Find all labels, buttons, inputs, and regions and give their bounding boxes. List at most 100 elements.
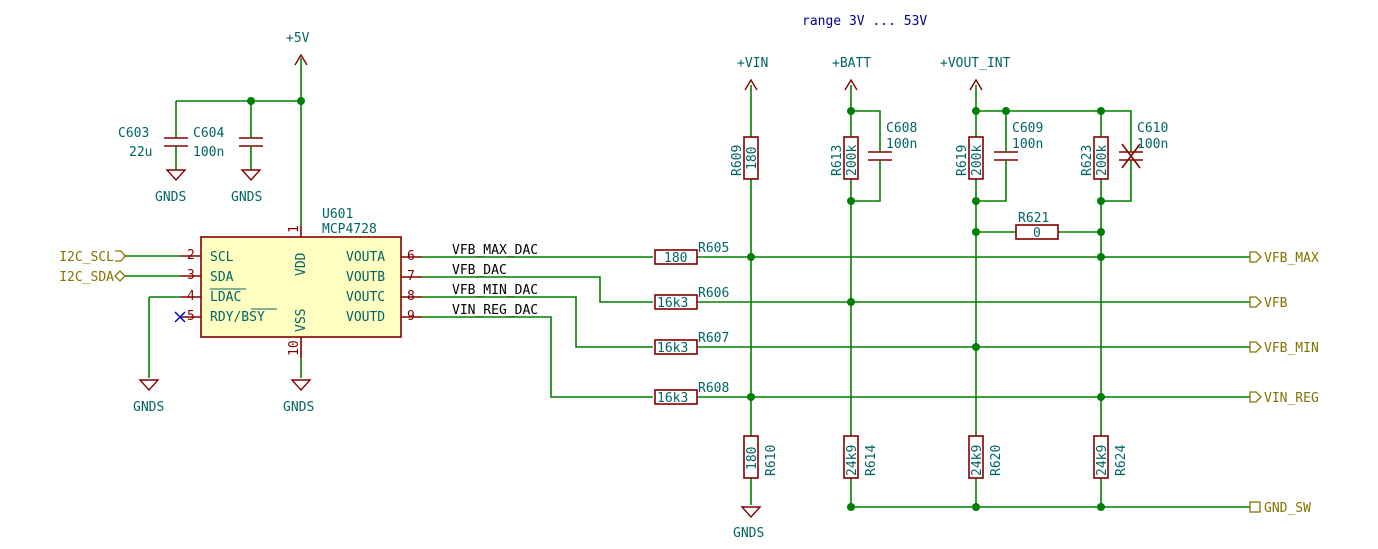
c610-value: 100n: [1137, 137, 1168, 152]
r608-ref: R608: [698, 381, 729, 396]
junction-dot: [297, 97, 305, 105]
gnds-c604: GNDS: [231, 150, 262, 205]
gnds-ldac: GNDS: [133, 379, 164, 415]
resistor-r613: 200k R613: [830, 136, 860, 180]
resistor-r607: 16k3 R607: [654, 331, 729, 356]
r619-value: 200k: [970, 145, 985, 176]
i2c-sda-text: I2C_SDA: [59, 270, 114, 285]
r613-value: 200k: [845, 145, 860, 176]
junction-dot: [972, 343, 980, 351]
pin-name: VOUTA: [346, 250, 385, 265]
junction-dot: [847, 107, 855, 115]
global-label-vfb-min: VFB_MIN: [1249, 341, 1319, 356]
r609-ref: R609: [730, 145, 745, 176]
r613-ref: R613: [830, 145, 845, 176]
r606-ref: R606: [698, 286, 729, 301]
wires: [125, 58, 1250, 508]
gnds-r610: GNDS: [733, 506, 764, 541]
pin-name: RDY/BSY: [210, 310, 265, 325]
power-vin: +VIN: [737, 56, 768, 91]
gnds-c603: GNDS: [155, 150, 187, 205]
junction-dot: [972, 503, 980, 511]
junction-dot: [747, 393, 755, 401]
pin-name: VDD: [294, 252, 309, 276]
r605-value: 180: [664, 251, 687, 266]
global-label-vfb: VFB: [1249, 296, 1288, 311]
resistor-r619: 200k R619: [955, 136, 985, 180]
r619-ref: R619: [955, 145, 970, 176]
c610-ref: C610: [1137, 121, 1168, 136]
r624-ref: R624: [1114, 445, 1129, 476]
ic-u601: U601 MCP4728 2 3 4 5 6 7 8 9 1 10 SCL SD…: [174, 207, 422, 358]
resistor-r621: 0 R621: [1015, 211, 1059, 241]
global-label-vfb-max: VFB_MAX: [1249, 251, 1319, 266]
power-5v: +5V: [286, 31, 310, 66]
pin-number: 9: [407, 309, 415, 324]
pin-name: SDA: [210, 270, 234, 285]
net-vfb-max-dac: VFB_MAX_DAC: [452, 243, 538, 258]
capacitor-c610: C610 100n: [1119, 121, 1168, 169]
pin-number: 2: [187, 248, 195, 263]
gnds-label: GNDS: [155, 190, 186, 205]
c608-value: 100n: [886, 137, 917, 152]
r620-ref: R620: [989, 445, 1004, 476]
resistor-r620: 24k9 R620: [968, 435, 1004, 479]
pin-number: 10: [287, 340, 302, 356]
global-label-i2c-sda: I2C_SDA: [59, 270, 126, 285]
c604-ref: C604: [193, 126, 224, 141]
resistor-r614: 24k9 R614: [843, 435, 879, 479]
c609-value: 100n: [1012, 137, 1043, 152]
vfb-min-text: VFB_MIN: [1264, 341, 1319, 356]
pin-number: 3: [187, 268, 195, 283]
capacitor-c608: C608 100n: [868, 121, 917, 164]
resistor-r624: 24k9 R624: [1093, 435, 1129, 479]
power-batt: +BATT: [832, 56, 871, 91]
u601-ref: U601: [322, 207, 353, 222]
gnds-label: GNDS: [231, 190, 262, 205]
vfb-text: VFB: [1264, 296, 1288, 311]
gnd-sw-text: GND_SW: [1264, 501, 1311, 516]
junction-dot: [1097, 503, 1105, 511]
global-label-vin-reg: VIN_REG: [1249, 391, 1319, 406]
junction-dot: [1002, 107, 1010, 115]
junction-dot: [847, 503, 855, 511]
gnds-label: GNDS: [733, 526, 764, 541]
vin-reg-text: VIN_REG: [1264, 391, 1319, 406]
junction-dot: [1097, 253, 1105, 261]
r610-value: 180: [745, 447, 760, 470]
gnds-label: GNDS: [133, 400, 164, 415]
u601-value: MCP4728: [322, 222, 377, 237]
power-vout-int: +VOUT_INT: [940, 56, 1011, 91]
resistor-r623: 200k R623: [1080, 136, 1110, 180]
capacitor-c609: C609 100n: [994, 121, 1043, 164]
junctions: [247, 97, 1105, 511]
gnds-label: GNDS: [283, 400, 314, 415]
r621-ref: R621: [1018, 211, 1049, 226]
resistor-r609: 180 R609: [730, 136, 760, 180]
vfb-max-text: VFB_MAX: [1264, 251, 1319, 266]
r623-ref: R623: [1080, 145, 1095, 176]
gnds-vss: GNDS: [283, 379, 314, 415]
r606-value: 16k3: [657, 296, 688, 311]
power-vin-label: +VIN: [737, 56, 768, 71]
pin-number: 5: [187, 309, 195, 324]
pin-number: 4: [187, 289, 195, 304]
pin-number: 1: [287, 225, 302, 233]
capacitor-c604: C604 100n: [193, 126, 263, 160]
junction-dot: [1097, 393, 1105, 401]
r620-value: 24k9: [970, 445, 985, 476]
r614-ref: R614: [864, 445, 879, 476]
r610-ref: R610: [764, 445, 779, 476]
junction-dot: [247, 97, 255, 105]
net-vfb-min-dac: VFB_MIN_DAC: [452, 283, 538, 298]
resistor-r610: 180 R610: [743, 435, 779, 479]
pin-name: VOUTC: [346, 290, 385, 305]
r605-ref: R605: [698, 241, 729, 256]
r607-value: 16k3: [657, 341, 688, 356]
pin-number: 8: [407, 289, 415, 304]
junction-dot: [1097, 107, 1105, 115]
power-vout-int-label: +VOUT_INT: [940, 56, 1011, 71]
c603-ref: C603: [118, 126, 149, 141]
r608-value: 16k3: [657, 391, 688, 406]
